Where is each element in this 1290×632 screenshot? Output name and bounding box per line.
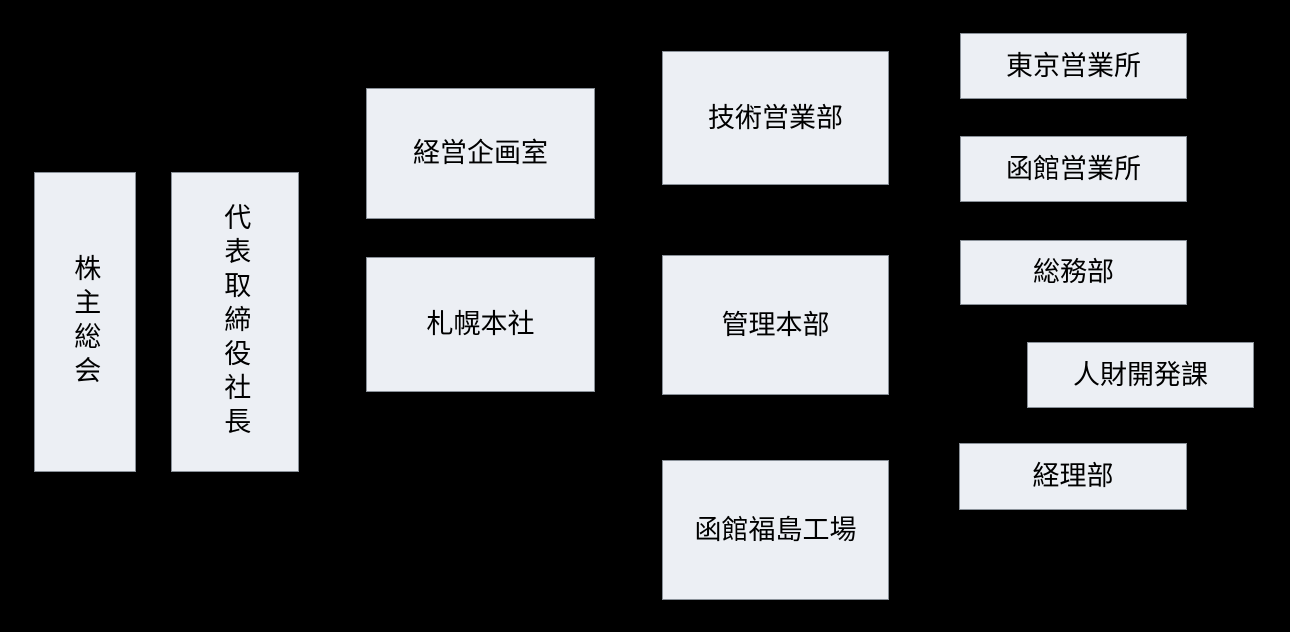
org-node-label: 総務部 xyxy=(1033,257,1114,288)
org-node-accounting-dept: 経理部 xyxy=(959,443,1187,510)
org-node-label: 管理本部 xyxy=(721,309,830,340)
org-node-label: 函館福島工場 xyxy=(694,514,857,545)
org-node-shareholders-meeting: 株主総会 xyxy=(34,172,136,472)
org-node-technical-sales-dept: 技術営業部 xyxy=(662,51,889,185)
org-node-label: 経営企画室 xyxy=(413,138,548,169)
org-node-hr-development-section: 人財開発課 xyxy=(1027,342,1254,408)
org-node-label: 代表取締役社長 xyxy=(220,203,251,441)
org-node-label: 経理部 xyxy=(1032,461,1114,492)
org-node-corporate-planning-office: 経営企画室 xyxy=(366,88,595,219)
org-node-label: 東京営業所 xyxy=(1006,50,1141,81)
org-node-label: 函館営業所 xyxy=(1006,153,1141,184)
org-node-hakodate-fukushima-factory: 函館福島工場 xyxy=(662,460,889,600)
org-node-president: 代表取締役社長 xyxy=(171,172,299,472)
org-node-label: 技術営業部 xyxy=(708,102,843,133)
org-node-label: 株主総会 xyxy=(70,254,101,390)
org-node-general-affairs-dept: 総務部 xyxy=(960,240,1187,305)
org-node-administration-division: 管理本部 xyxy=(662,255,889,395)
org-node-sapporo-head-office: 札幌本社 xyxy=(366,257,595,392)
org-node-label: 札幌本社 xyxy=(426,309,535,340)
org-node-label: 人財開発課 xyxy=(1073,359,1208,390)
org-node-tokyo-sales-office: 東京営業所 xyxy=(960,33,1187,99)
org-node-hakodate-sales-office: 函館営業所 xyxy=(960,136,1187,202)
